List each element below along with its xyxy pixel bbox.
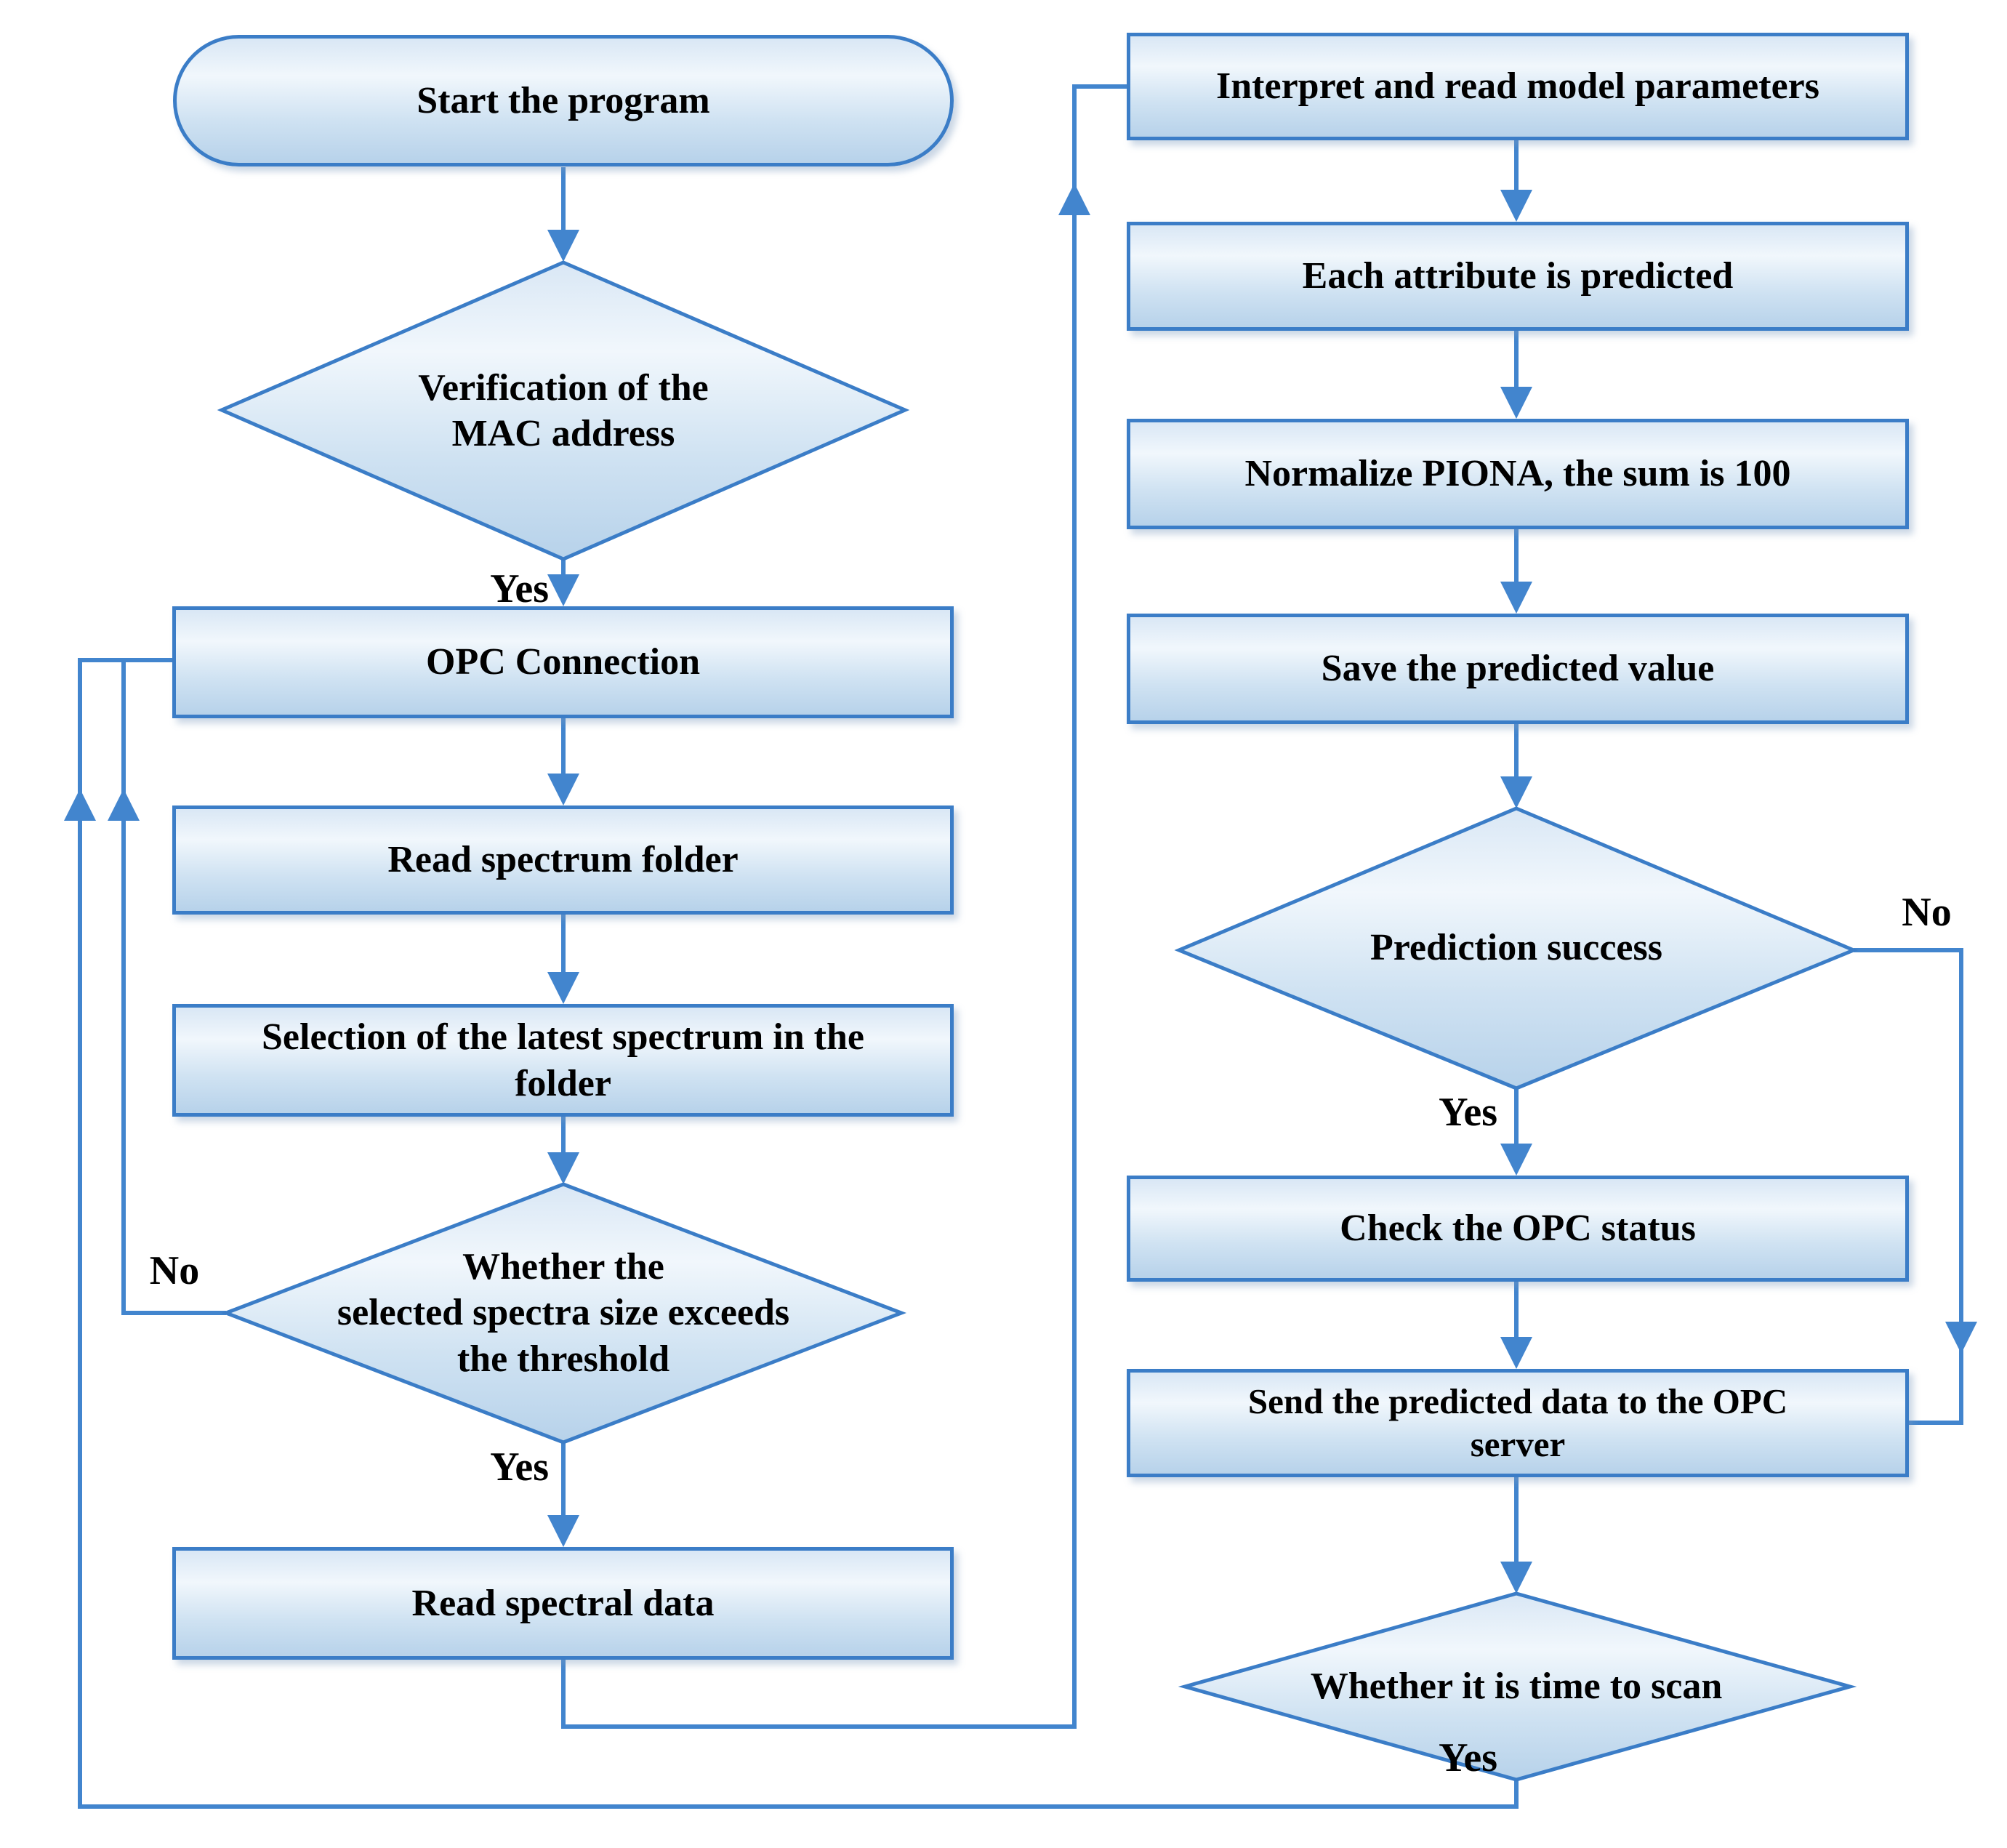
edge-label-prediction-no: No	[1902, 890, 1952, 935]
arrowhead-into-select	[547, 972, 579, 1004]
node-check-opc: Check the OPC status	[1127, 1176, 1909, 1282]
arrowhead-into-check	[1500, 1144, 1532, 1176]
edge-size-no-loop	[121, 660, 226, 1315]
arrowhead-into-folder	[547, 774, 579, 806]
arrowhead-into-mac	[547, 230, 579, 262]
arrowhead-into-attribute	[1500, 190, 1532, 222]
node-normalize: Normalize PIONA, the sum is 100	[1127, 419, 1909, 529]
arrowhead-into-normalize	[1500, 387, 1532, 419]
arrowhead-inner-loop-up	[108, 789, 140, 821]
node-attribute-predicted: Each attribute is predicted	[1127, 222, 1909, 331]
node-interpret: Interpret and read model parameters	[1127, 33, 1909, 140]
diamond-verify-mac	[217, 260, 910, 561]
node-size-threshold-label: Whether the selected spectra size exceed…	[337, 1245, 790, 1380]
edge-label-size-no: No	[149, 1248, 200, 1293]
arrowhead-no-line-down	[1945, 1322, 1977, 1354]
edge-readspectral-to-interpret	[561, 84, 1127, 1729]
node-prediction-success-label: Prediction success	[1370, 927, 1662, 969]
node-read-folder: Read spectrum folder	[172, 806, 954, 915]
node-select-latest: Selection of the latest spectrum in the …	[172, 1004, 954, 1117]
arrowhead-into-prediction	[1500, 776, 1532, 808]
arrowhead-into-readspectral	[547, 1515, 579, 1547]
node-opc-connection: OPC Connection	[172, 606, 954, 718]
arrowhead-into-timescan	[1500, 1562, 1532, 1594]
arrowhead-into-size	[547, 1152, 579, 1184]
arrowhead-into-save	[1500, 582, 1532, 614]
decision-shapes	[217, 260, 1859, 1782]
diamond-size-threshold	[221, 1182, 907, 1445]
edge-prediction-no-to-send	[1854, 948, 1963, 1425]
edges	[78, 84, 1963, 1809]
edge-label-size-yes: Yes	[490, 1445, 549, 1490]
node-start: Start the program	[173, 35, 954, 166]
node-time-scan-label: Whether it is time to scan	[1310, 1666, 1723, 1708]
diamond-time-scan	[1178, 1591, 1857, 1782]
node-read-spectral: Read spectral data	[172, 1547, 954, 1660]
node-save-value: Save the predicted value	[1127, 614, 1909, 724]
edge-label-prediction-yes: Yes	[1439, 1090, 1497, 1135]
arrowhead-into-opc	[547, 574, 579, 606]
edge-label-mac-yes: Yes	[490, 566, 549, 611]
arrowhead-outer-loop-up	[64, 789, 96, 821]
diamond-prediction-success	[1174, 806, 1859, 1090]
edge-scan-yes-loop	[78, 658, 1519, 1809]
node-send-data: Send the predicted data to the OPC serve…	[1127, 1369, 1909, 1477]
arrowhead-riser-up	[1058, 183, 1090, 215]
arrowheads	[64, 183, 1977, 1594]
arrowhead-into-send	[1500, 1337, 1532, 1369]
node-verify-mac-label: Verification of the MAC address	[418, 366, 709, 454]
edge-label-scan-yes: Yes	[1439, 1735, 1497, 1780]
